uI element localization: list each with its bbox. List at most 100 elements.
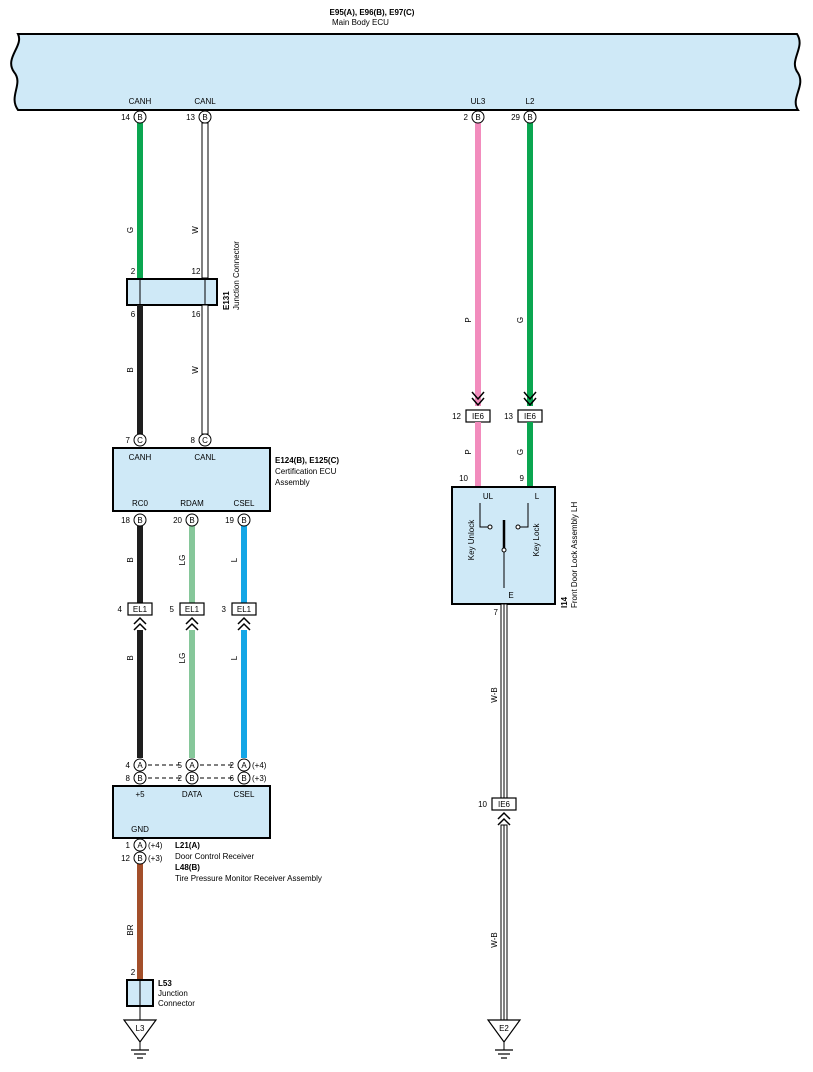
receiver-pin: 2	[178, 774, 183, 783]
terminal: B 29	[511, 110, 537, 124]
ecu-pin-name-l2: L2	[526, 97, 535, 106]
wire-csel-l	[241, 526, 247, 605]
receiver-pin: 6	[230, 774, 235, 783]
main-body-ecu: E95(A), E96(B), E97(C) Main Body ECU CAN…	[10, 8, 802, 111]
terminal-letter: A	[189, 761, 195, 770]
cert-bottom-pin-name: RDAM	[180, 499, 204, 508]
wire-ul3-lower: P	[464, 422, 481, 487]
j131-pin: 16	[192, 310, 201, 319]
wire-label: G	[516, 449, 525, 455]
receiver-col-label: DATA	[182, 790, 203, 799]
junction-connector-l53: 2 L53 Junction Connector	[126, 968, 195, 1020]
l53-id: L53	[158, 979, 172, 988]
terminal: B	[185, 771, 199, 785]
wire-l2-g	[527, 422, 533, 487]
terminal-letter: B	[241, 516, 246, 525]
receiver-id: L48(B)	[175, 863, 200, 872]
wire-canl-w	[201, 122, 209, 279]
wire-rc0-upper: B	[126, 526, 143, 605]
key-switch-icon	[479, 503, 529, 588]
wire-l2-lower: G	[516, 422, 533, 487]
terminal-letter: B	[241, 774, 246, 783]
wire-label: P	[464, 317, 473, 322]
wire-ul3-upper: P	[464, 123, 485, 407]
wire-label: BR	[126, 924, 135, 935]
terminal-letter: C	[137, 436, 143, 445]
terminal-num: 29	[511, 113, 520, 122]
l53-name: Connector	[158, 999, 195, 1008]
j131-name: Junction Connector	[232, 241, 241, 310]
el1-pin: 3	[222, 605, 227, 614]
receiver-note: (+3)	[252, 774, 267, 783]
terminal-num: 2	[464, 113, 469, 122]
terminal-letter: B	[137, 113, 142, 122]
wire-label: B	[126, 367, 135, 372]
key-lock-label: Key Lock	[532, 523, 541, 557]
receiver-gnd-pin: 12	[121, 854, 130, 863]
receiver-note: (+4)	[148, 841, 163, 850]
wire-canl-upper: W	[191, 122, 209, 279]
cert-bottom-pin-name: CSEL	[234, 499, 255, 508]
wire-label: G	[516, 317, 525, 323]
wire-ul3-p	[475, 422, 481, 487]
terminal: B	[133, 771, 147, 785]
terminal-num: 19	[225, 516, 234, 525]
wire-e-upper: W-B	[490, 603, 508, 801]
ie6-connector: IE6 10	[478, 797, 517, 826]
door-lock-pin-label: E	[508, 591, 513, 600]
wire-canh-g	[137, 123, 143, 278]
wire-canl-w	[201, 304, 209, 435]
el1-connectors: EL1 4 EL1 5 EL1 3	[118, 602, 257, 631]
receiver-pin: 5	[178, 761, 183, 770]
cert-name: Certification ECU	[275, 467, 337, 476]
wire-label: G	[126, 227, 135, 233]
wire-rc0-b	[137, 630, 143, 758]
terminal-letter: C	[202, 436, 208, 445]
terminal-letter: B	[475, 113, 480, 122]
el1-connector: EL1 5	[170, 602, 205, 631]
door-lock-id: I14	[560, 596, 569, 608]
wire-label: P	[464, 449, 473, 454]
wire-label: W-B	[490, 932, 499, 947]
receiver-gnd-pin: 1	[126, 841, 131, 850]
terminal-letter: B	[189, 516, 194, 525]
door-lock-name: Front Door Lock Assembly LH	[570, 502, 579, 608]
terminal: A	[185, 758, 199, 772]
cert-bottom-pin-name: RC0	[132, 499, 149, 508]
terminal: B 18	[121, 513, 147, 527]
wire-l2-upper: G	[516, 123, 537, 407]
receiver-note: (+3)	[148, 854, 163, 863]
terminal: B 20	[173, 513, 199, 527]
door-lock-pin-label: UL	[483, 492, 494, 501]
j131-pin: 12	[192, 267, 201, 276]
terminal: B 2	[464, 110, 485, 124]
receiver-pin: 2	[230, 761, 235, 770]
ie6-label: IE6	[472, 412, 485, 421]
el1-label: EL1	[185, 605, 200, 614]
receiver-id: L21(A)	[175, 841, 200, 850]
key-unlock-label: Key Unlock	[467, 519, 476, 560]
wire-label: L	[230, 557, 239, 562]
terminal: A	[133, 758, 147, 772]
terminal-num: 13	[186, 113, 195, 122]
terminal-letter: A	[137, 841, 143, 850]
terminal: B	[237, 771, 251, 785]
cert-id: E124(B), E125(C)	[275, 456, 339, 465]
terminal: C 8	[191, 433, 212, 447]
wire-label: W-B	[490, 687, 499, 702]
terminal: A	[133, 838, 147, 852]
wire-label: B	[126, 655, 135, 660]
terminal-num: 7	[126, 436, 131, 445]
receiver-note: (+4)	[252, 761, 267, 770]
receiver-pin: 4	[126, 761, 131, 770]
terminal-num: 8	[191, 436, 196, 445]
receiver-name: Tire Pressure Monitor Receiver Assembly	[175, 874, 322, 883]
ground-l3: L3	[122, 1019, 158, 1059]
wire-label: W	[191, 366, 200, 374]
receiver-col-label: +5	[135, 790, 145, 799]
ie6-label: IE6	[524, 412, 537, 421]
terminal-letter: B	[137, 854, 142, 863]
cert-name: Assembly	[275, 478, 310, 487]
wire-label: B	[126, 557, 135, 562]
